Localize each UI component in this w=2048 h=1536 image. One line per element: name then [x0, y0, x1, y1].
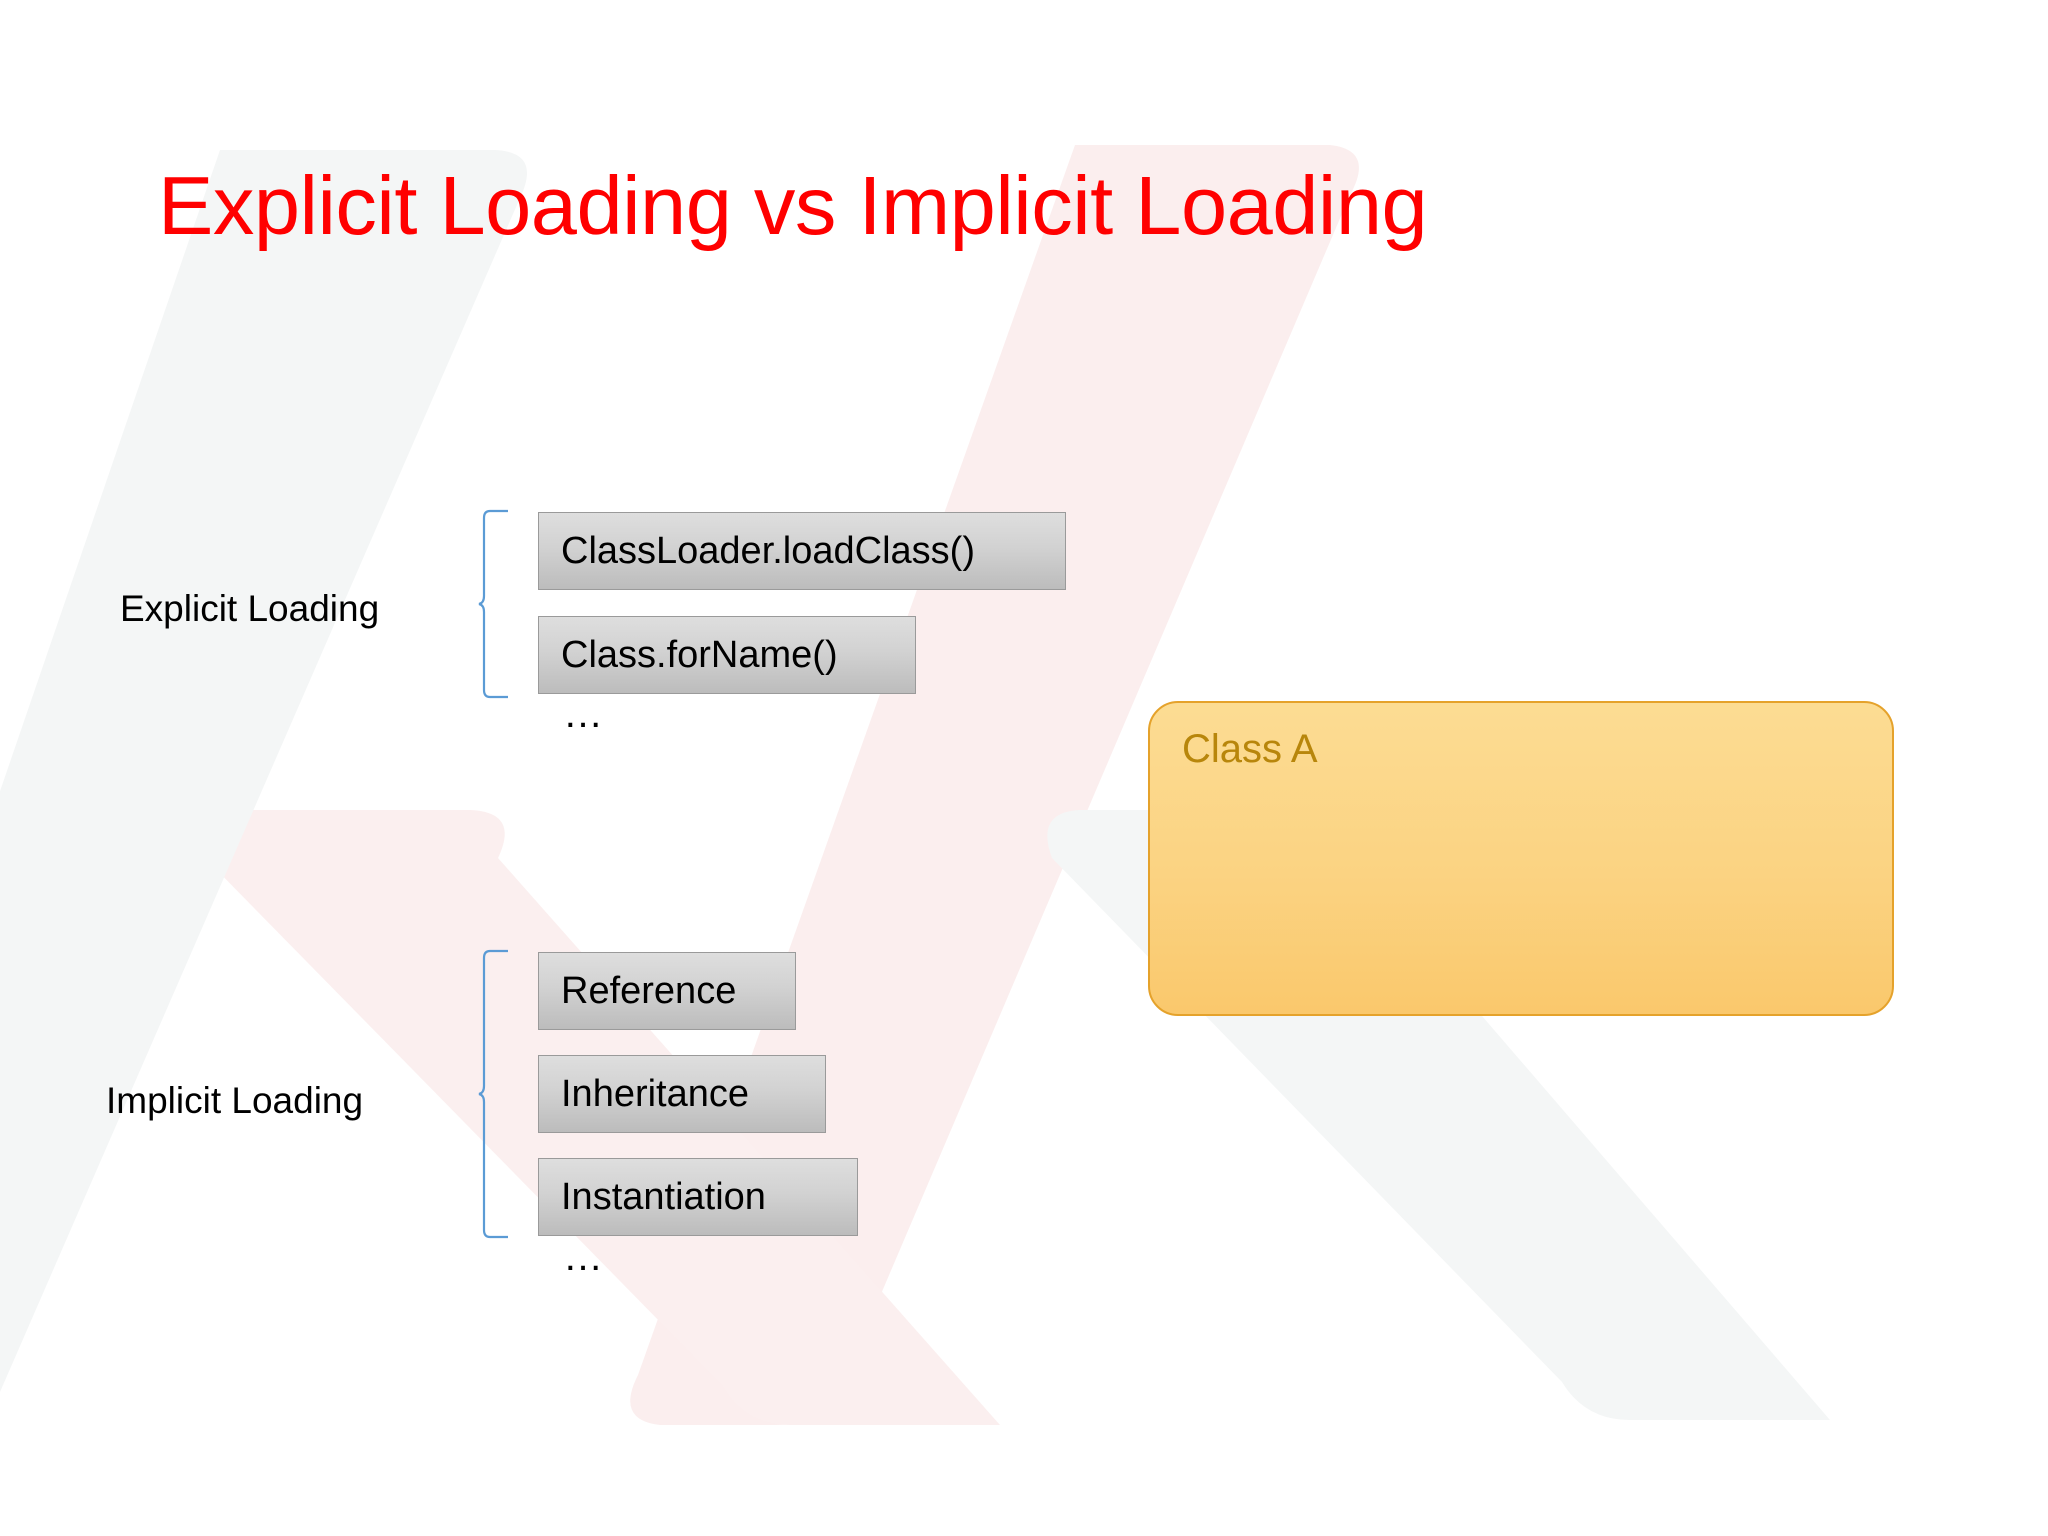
method-box-loadclass-label: ClassLoader.loadClass() [561, 529, 975, 572]
method-box-forname-label: Class.forName() [561, 633, 838, 676]
trigger-box-reference[interactable]: Reference [538, 952, 796, 1030]
trigger-box-inheritance[interactable]: Inheritance [538, 1055, 826, 1133]
ellipsis-explicit-loading: … [563, 692, 605, 736]
trigger-box-reference-label: Reference [561, 969, 737, 1012]
class-a-container[interactable]: Class A Class B Class C [1148, 701, 1894, 1016]
group-label-explicit-loading: Explicit Loading [120, 588, 380, 629]
trigger-box-instantiation-label: Instantiation [561, 1175, 766, 1218]
trigger-box-inheritance-label: Inheritance [561, 1072, 750, 1115]
trigger-box-instantiation[interactable]: Instantiation [538, 1158, 858, 1236]
bracket-explicit-loading [478, 509, 508, 699]
class-a-label: Class A [1182, 727, 1318, 771]
ellipsis-implicit-loading: … [563, 1235, 605, 1279]
method-box-forname[interactable]: Class.forName() [538, 616, 916, 694]
page-title: Explicit Loading vs Implicit Loading [158, 159, 1428, 252]
method-box-loadclass[interactable]: ClassLoader.loadClass() [538, 512, 1066, 590]
bracket-implicit-loading [478, 949, 508, 1239]
group-label-implicit-loading: Implicit Loading [106, 1080, 364, 1121]
